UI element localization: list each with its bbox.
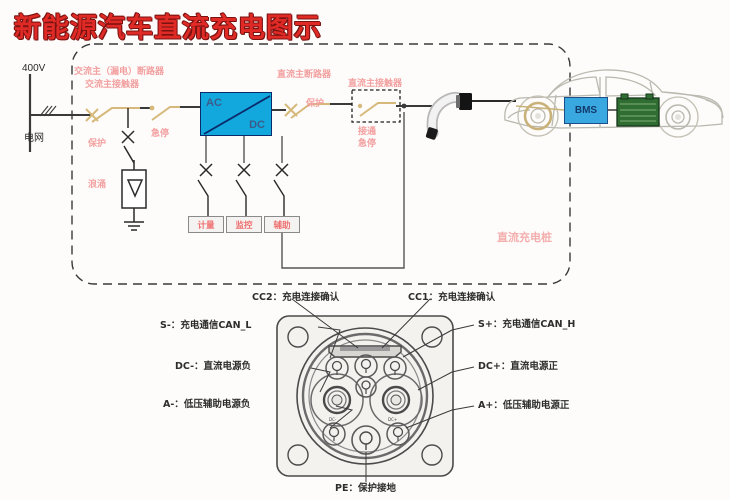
dc-contactor-node [357, 103, 363, 109]
pin-a-plus [386, 422, 410, 446]
pin-desc-dc-minus: 直流电源负 [203, 361, 252, 372]
pin-dc-minus [310, 373, 364, 427]
pin-sep-pe: ： [348, 483, 358, 494]
pin-code-a-plus: A+ [478, 400, 494, 411]
dc-contactor-blade [359, 102, 396, 117]
pin-desc-cc2: 充电连接确认 [282, 292, 340, 303]
converter-diagonal [203, 95, 271, 135]
aux-box-auxiliary: 辅助 [264, 216, 300, 233]
dc-estop-label-2: 急停 [358, 139, 377, 149]
pin-desc-cc1: 充电连接确认 [438, 292, 496, 303]
pin-code-cc2: CC2 [252, 292, 273, 303]
gun-tip [425, 127, 438, 140]
connector-mounting-holes [287, 326, 443, 466]
pin-code-dc-minus: DC- [175, 361, 195, 372]
pin-s-minus [325, 356, 349, 380]
ac-breaker-label: 交流主（漏电）断路器 [74, 67, 165, 77]
pin-desc-pe: 保护接地 [357, 483, 396, 494]
ac-contactor-label: 交流主接触器 [85, 80, 140, 90]
surge-ground-symbol [124, 221, 144, 231]
ac-contactor-node [149, 105, 155, 111]
ac-main-switch-blade [91, 107, 140, 123]
charging-pile-enclosure [71, 43, 571, 285]
grid-name-label: 电网 [24, 133, 44, 144]
pin-code-pe: PE [335, 483, 349, 494]
vehicle-inlet-wire [515, 105, 565, 111]
pin-s-plus [383, 356, 407, 380]
pin-label-dc-minus: DC-：直流电源负 [175, 362, 251, 372]
pin-mark-dc-minus: DC- [329, 417, 337, 422]
pin-code-s-plus: S+ [478, 319, 493, 330]
converter-ac-label: AC [206, 97, 222, 109]
pin-a-minus [322, 422, 346, 446]
pin-cc1 [355, 376, 377, 398]
aux-return-bus [281, 112, 405, 269]
pin-desc-a-plus: 低压辅助电源正 [502, 400, 570, 411]
gun-collar [459, 93, 472, 110]
surge-label: 浪涌 [88, 180, 107, 190]
pin-label-a-minus: A-：低压辅助电源负 [163, 400, 250, 410]
pin-sep-dc-plus: ： [500, 361, 511, 372]
aux-switch-blade-1 [197, 179, 209, 216]
grid-hatch-marks [39, 105, 57, 117]
vehicle-battery-pack [616, 93, 660, 127]
dc-out-junction [401, 103, 407, 109]
charging-gun [425, 91, 472, 140]
connector-key-hatch [340, 347, 390, 351]
ac-dc-converter: AC DC [200, 92, 272, 136]
surge-arrester-body [121, 169, 147, 209]
connector-outer-ring [296, 327, 434, 465]
dc-main-contactor-box [351, 89, 401, 123]
aux-breaker-x-symbols [199, 163, 289, 177]
ac-estop-label: 急停 [151, 129, 170, 139]
pin-label-cc1: CC1：充电连接确认 [408, 293, 495, 303]
pin-sep-a-minus: ： [174, 399, 184, 410]
dc-estop-label-1: 接通 [358, 127, 377, 137]
pin-desc-s-plus: 充电通信CAN_H [502, 319, 576, 330]
pin-code-cc1: CC1 [408, 292, 429, 303]
pin-sep-s-minus: ： [170, 320, 181, 331]
aux-switch-blade-3 [273, 179, 285, 216]
pin-desc-s-minus: 充电通信CAN_L [180, 320, 252, 331]
pin-sep-cc2: ： [272, 292, 283, 303]
pin-dc-plus [369, 373, 423, 427]
pin-sep-a-plus: ： [493, 400, 503, 411]
dc-contactor-label: 直流主接触器 [348, 79, 403, 89]
pin-label-a-plus: A+：低压辅助电源正 [478, 401, 569, 411]
pin-code-a-minus: A- [163, 399, 175, 410]
aux-box-monitoring: 监控 [226, 216, 262, 233]
pin-sep-dc-minus: ： [194, 361, 204, 372]
connector-inner-ring [301, 332, 429, 460]
aux-switch-blade-2 [235, 179, 247, 216]
gun-collar-ring [456, 95, 460, 108]
converter-dc-label: DC [249, 119, 265, 131]
ac-protect-label: 保护 [88, 139, 107, 149]
pin-sep-s-plus: ： [492, 319, 503, 330]
connector-leader-lines [291, 298, 475, 482]
pin-code-dc-plus: DC+ [478, 361, 501, 372]
grid-voltage-label: 400V [22, 63, 46, 74]
surge-arrester-triangle [126, 179, 144, 198]
pin-label-dc-plus: DC+：直流电源正 [478, 362, 558, 372]
surge-switch-blade [123, 145, 135, 164]
pin-label-cc2: CC2：充电连接确认 [252, 293, 339, 303]
page-title: 新能源汽车直流充电图示 [14, 13, 322, 44]
pin-sep-cc1: ： [428, 292, 439, 303]
pin-mark-dc-plus: DC+ [388, 417, 398, 422]
pin-code-s-minus: S- [160, 320, 171, 331]
pin-desc-dc-plus: 直流电源正 [510, 361, 558, 372]
pin-label-s-minus: S-：充电通信CAN_L [160, 321, 251, 331]
pin-label-pe: PE：保护接地 [335, 484, 396, 494]
pin-label-s-plus: S+：充电通信CAN_H [478, 320, 575, 330]
surge-estop-x-symbol [121, 130, 135, 144]
bms-module: BMS [564, 97, 608, 124]
pin-desc-a-minus: 低压辅助电源负 [183, 399, 251, 410]
charging-pile-label: 直流充电桩 [497, 231, 552, 244]
dc-breaker-label: 直流主断路器 [277, 70, 332, 80]
aux-box-metering: 计量 [188, 216, 224, 233]
vehicle-front-wheel [517, 95, 559, 137]
dc-protect-label: 保护 [306, 99, 325, 109]
